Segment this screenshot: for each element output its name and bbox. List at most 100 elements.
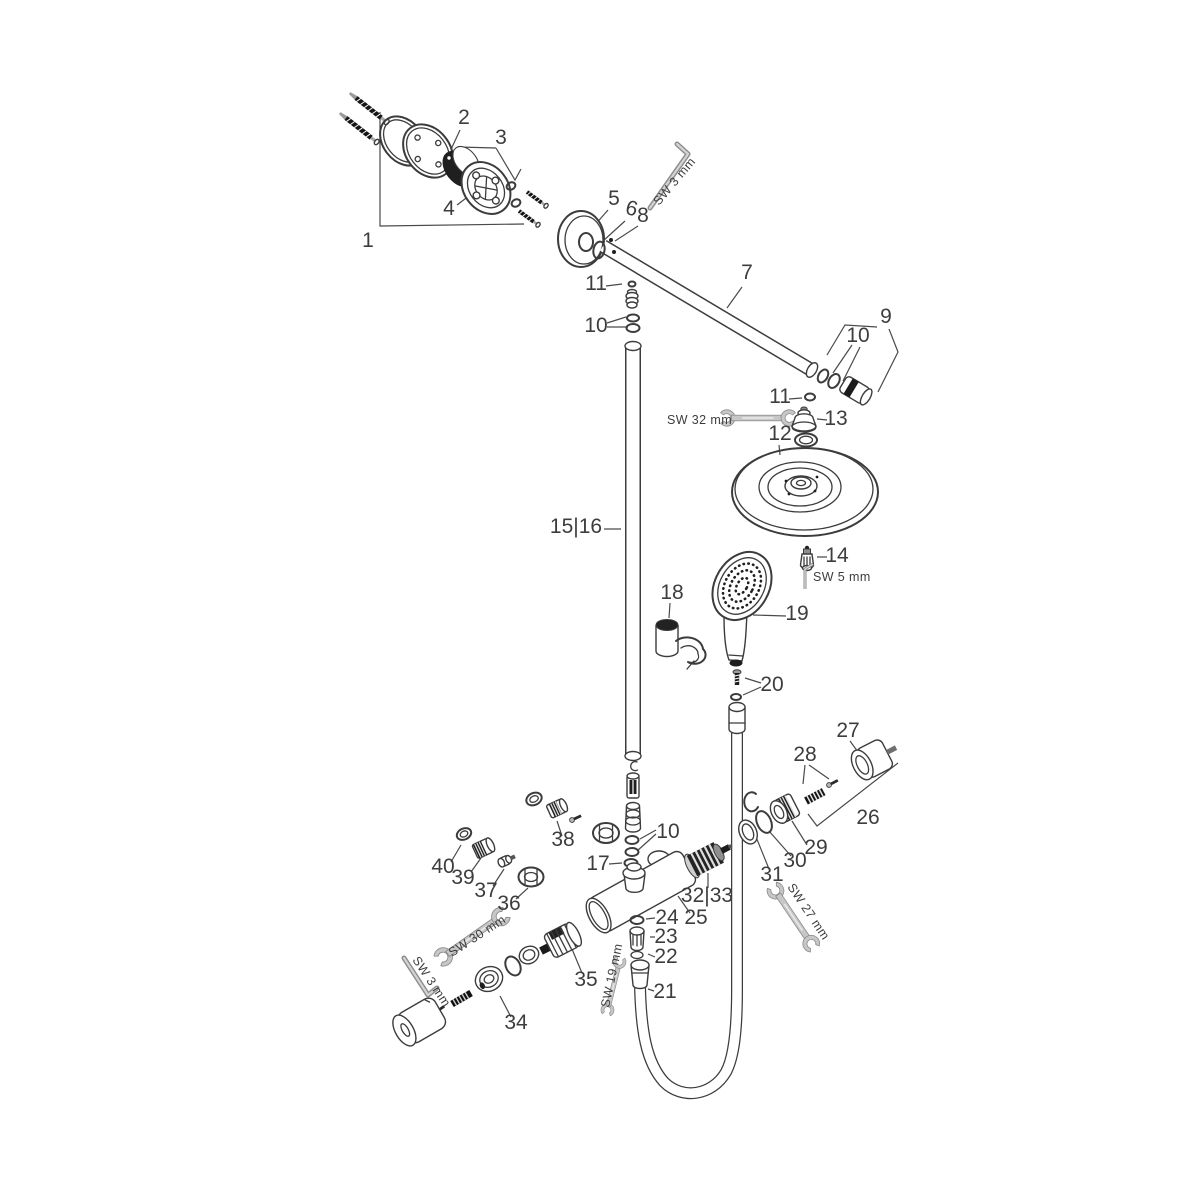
callout-10-valve: 10 <box>656 820 679 843</box>
tool-label-sw3-top: SW 3 mm <box>651 155 699 208</box>
callout-21: 21 <box>653 980 676 1003</box>
adapter-37 <box>497 854 516 868</box>
callout-28: 28 <box>793 743 816 766</box>
escutcheon-oring <box>592 240 606 260</box>
callout-40: 40 <box>431 855 454 878</box>
callout-24: 24 <box>655 906 679 929</box>
handle-34-group <box>392 945 540 1047</box>
callout-9: 9 <box>880 305 892 328</box>
head-oring-11 <box>804 392 816 402</box>
set-screw-8a <box>609 238 613 242</box>
shower-holder-18 <box>655 619 707 670</box>
bracket-screw-2 <box>516 208 542 229</box>
nut-40 <box>455 827 473 841</box>
callout-19: 19 <box>785 602 808 625</box>
callout-23: 23 <box>654 925 677 948</box>
oring-34 <box>504 955 522 977</box>
callout-11-upper: 11 <box>585 272 607 295</box>
washer-1 <box>505 181 517 191</box>
callout-1: 1 <box>362 229 374 252</box>
callout-35: 35 <box>574 968 597 991</box>
callout-20: 20 <box>760 673 783 696</box>
callout-34: 34 <box>504 1011 528 1034</box>
washer-2 <box>510 198 522 208</box>
wall-screw-2 <box>337 110 381 147</box>
tool-label-sw19: SW 19 mm <box>598 942 625 1009</box>
callout-3: 3 <box>495 126 507 149</box>
cap-27 <box>850 739 898 781</box>
callout-7: 7 <box>741 261 753 284</box>
callout-10-upper: 10 <box>584 314 607 337</box>
callout-32-33: 32|33 <box>681 884 733 907</box>
callout-11-head: 11 <box>769 385 791 408</box>
leader-lines-mid <box>668 602 899 870</box>
callout-13: 13 <box>824 407 847 430</box>
shower-hose-21 <box>630 701 746 1100</box>
callout-31: 31 <box>760 863 783 886</box>
wall-screw-1 <box>347 90 391 127</box>
hex-key-5mm <box>803 562 814 589</box>
oring-30 <box>755 810 773 834</box>
head-connector-13 <box>791 406 817 433</box>
cartridge-35 <box>539 921 583 958</box>
callout-38: 38 <box>551 828 574 851</box>
callout-27: 27 <box>836 719 859 742</box>
leader-lines-bottom <box>450 820 709 1018</box>
temp-knob <box>392 997 447 1047</box>
arm-end-cap-9 <box>839 376 873 406</box>
wall-mount-group <box>337 90 550 229</box>
callout-18: 18 <box>660 581 683 604</box>
spring-28 <box>804 788 826 805</box>
hand-shower-19 <box>711 551 773 667</box>
callout-22: 22 <box>654 945 677 968</box>
flange-31 <box>738 819 758 845</box>
mount-bracket <box>460 161 512 215</box>
handle-hub <box>474 965 504 993</box>
knurl-rod <box>450 989 473 1008</box>
overhead-shower-disc <box>731 447 879 537</box>
right-valve-group <box>738 739 898 845</box>
upper-pipe-stack <box>625 280 641 333</box>
hex-nut-upper <box>592 822 620 844</box>
hex-nut-36 <box>517 866 545 888</box>
tool-label-sw32: SW 32 mm <box>667 413 732 427</box>
connector-23 <box>629 926 645 952</box>
shower-pipe <box>624 340 642 762</box>
callout-14: 14 <box>825 544 849 567</box>
callout-5: 5 <box>608 187 620 210</box>
callout-29: 29 <box>804 836 827 859</box>
hex-key-3mm-bottom <box>401 955 440 998</box>
clip-31 <box>743 791 759 813</box>
callout-10-arm: 10 <box>846 324 869 347</box>
callout-26: 26 <box>856 806 879 829</box>
callout-2: 2 <box>458 106 470 129</box>
knurl-39 <box>471 837 496 859</box>
callout-39: 39 <box>451 866 474 889</box>
valve-inlet-stack <box>623 760 642 868</box>
hose-screw-20 <box>732 669 742 685</box>
hose-oring-20 <box>730 693 742 701</box>
callout-8: 8 <box>637 204 649 227</box>
callout-4: 4 <box>443 197 455 220</box>
callout-17: 17 <box>586 852 609 875</box>
tool-label-sw30: SW 30 mm <box>446 912 508 959</box>
screw-28 <box>825 777 840 789</box>
callout-37: 37 <box>474 879 497 902</box>
dome-cap <box>518 945 540 965</box>
set-screw-8b <box>612 250 616 254</box>
shower-arm <box>599 239 819 378</box>
arm-orings-10 <box>816 368 841 389</box>
bracket-screw-1 <box>524 189 550 210</box>
mount-plate <box>402 123 454 179</box>
oring-38 <box>525 791 543 807</box>
tool-label-sw5: SW 5 mm <box>813 570 871 584</box>
plug-38 <box>545 798 569 819</box>
callout-25: 25 <box>684 906 707 929</box>
callout-6: 6 <box>623 196 640 221</box>
knob-29 <box>769 793 801 824</box>
hex-key-3mm-top <box>647 141 691 211</box>
oring-24 <box>629 915 645 925</box>
callout-30: 30 <box>783 849 806 872</box>
